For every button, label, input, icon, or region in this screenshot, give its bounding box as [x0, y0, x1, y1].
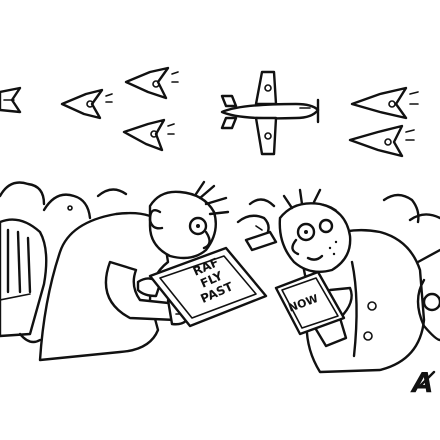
jet-fighter-icon	[122, 118, 175, 152]
aircraft-formation	[0, 66, 419, 158]
spectator-with-tablet	[38, 180, 230, 362]
tablet-icon: RAF FLY PAST	[148, 246, 268, 328]
spectator-middle	[236, 214, 278, 252]
jet-fighter-icon	[350, 86, 419, 120]
propeller-plane-icon	[220, 70, 320, 156]
jet-fighter-icon	[60, 88, 113, 120]
crowd-background	[0, 181, 440, 224]
jet-fighter-icon	[0, 86, 22, 114]
jet-fighter-icon	[124, 66, 179, 100]
jet-fighter-icon	[348, 124, 415, 158]
smartphone-icon: NOW	[274, 270, 346, 336]
spectator-left	[0, 218, 48, 344]
